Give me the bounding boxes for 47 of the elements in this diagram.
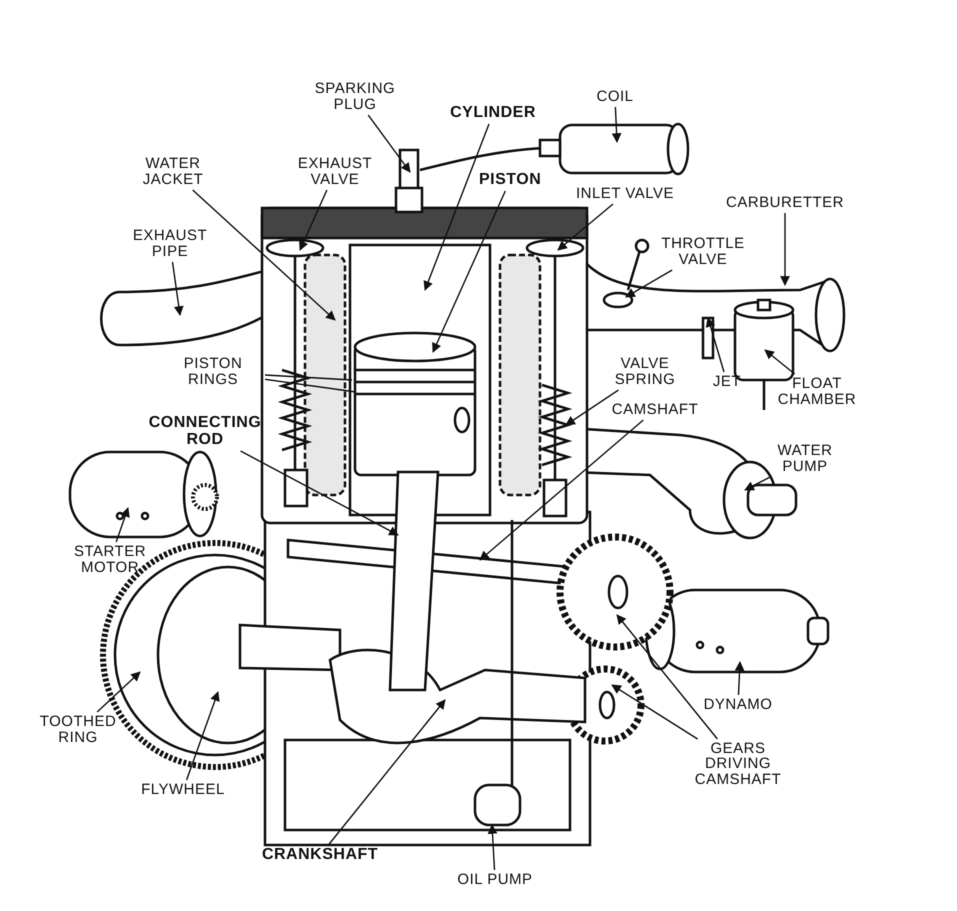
part-label: OIL PUMP: [440, 872, 550, 888]
part-label: EXHAUST PIPE: [120, 228, 220, 260]
leader-line: [172, 262, 184, 316]
leader-line: [734, 661, 744, 696]
part-label: WATER PUMP: [760, 443, 850, 474]
part-label: GEARS DRIVING CAMSHAFT: [683, 740, 793, 788]
part-label: INLET VALVE: [570, 186, 680, 202]
leader-line: [432, 190, 506, 353]
leader-line: [557, 203, 614, 251]
leader-line: [612, 106, 622, 143]
part-label: STARTER MOTOR: [60, 544, 160, 576]
leader-line: [192, 189, 336, 321]
leader-line: [479, 419, 644, 561]
part-label: WATER JACKET: [128, 156, 218, 188]
part-label: CONNECTING ROD: [130, 415, 280, 449]
leader-line: [116, 507, 130, 542]
leader-line: [264, 378, 356, 393]
leader-line: [565, 389, 619, 426]
part-label: CAMSHAFT: [595, 402, 715, 418]
leader-line: [744, 476, 771, 491]
leader-line: [488, 824, 498, 870]
part-label: CRANKSHAFT: [250, 846, 390, 864]
part-label: COIL: [585, 89, 645, 105]
leader-line: [611, 684, 698, 740]
part-label: EXHAUST VALVE: [295, 156, 375, 188]
leader-line: [299, 190, 328, 251]
part-label: TOOTHED RING: [38, 714, 118, 746]
part-label: VALVE SPRING: [602, 356, 688, 388]
part-label: PISTON RINGS: [163, 356, 263, 388]
leader-line: [368, 114, 411, 173]
part-label: PISTON: [479, 172, 541, 188]
part-label: CARBURETTER: [710, 195, 860, 211]
part-label: DYNAMO: [688, 697, 788, 713]
part-label: JET: [707, 374, 747, 390]
leader-line: [240, 450, 399, 536]
part-label: FLOAT CHAMBER: [767, 376, 867, 408]
leader-line: [96, 671, 141, 713]
leader-line: [706, 317, 725, 372]
leader-line: [625, 269, 673, 298]
leader-line: [264, 374, 352, 381]
part-label: CYLINDER: [433, 104, 553, 122]
leader-line: [780, 213, 790, 286]
leader-line: [424, 124, 490, 291]
part-label: THROTTLE VALVE: [648, 236, 758, 268]
part-label: SPARKING PLUG: [300, 81, 410, 112]
leader-line: [616, 614, 718, 740]
part-label: FLYWHEEL: [133, 782, 233, 798]
